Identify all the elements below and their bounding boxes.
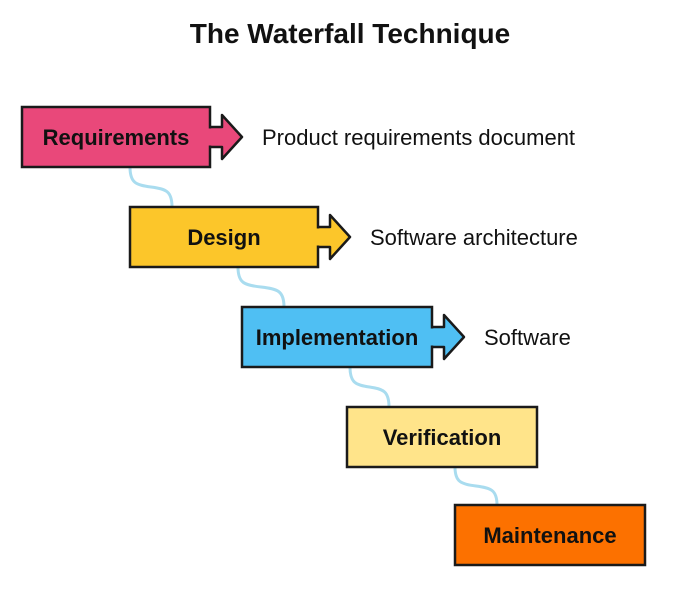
stage-requirements: Requirements Product requirements documen… [20,105,575,169]
stage-label: Implementation [256,325,419,350]
stage-connector [128,165,174,209]
stage-maintenance: Maintenance [453,503,647,567]
stage-verification: Verification [345,405,539,469]
arrow-joint [207,128,213,146]
stage-output-label: Software architecture [370,225,578,250]
stage-connector [453,465,499,507]
arrow-joint [315,228,321,246]
stage-box [20,105,212,169]
output-arrow-icon [314,213,352,261]
stage-output-label: Software [484,325,571,350]
stage-box [453,503,647,567]
stage-implementation: Implementation Software [240,305,571,369]
stage-design: Design Software architecture [128,205,578,269]
stage-connector [348,365,391,409]
stage-output-label: Product requirements document [262,125,575,150]
stage-box [128,205,320,269]
stage-label: Requirements [43,125,190,150]
arrow-joint [429,328,435,346]
stage-connector [236,265,286,309]
stage-label: Maintenance [483,523,616,548]
output-arrow-icon [206,113,244,161]
output-arrow-icon [428,313,466,361]
stage-box [240,305,434,369]
stage-box [345,405,539,469]
stage-label: Verification [383,425,502,450]
diagram-title: The Waterfall Technique [189,18,511,49]
stage-label: Design [187,225,260,250]
